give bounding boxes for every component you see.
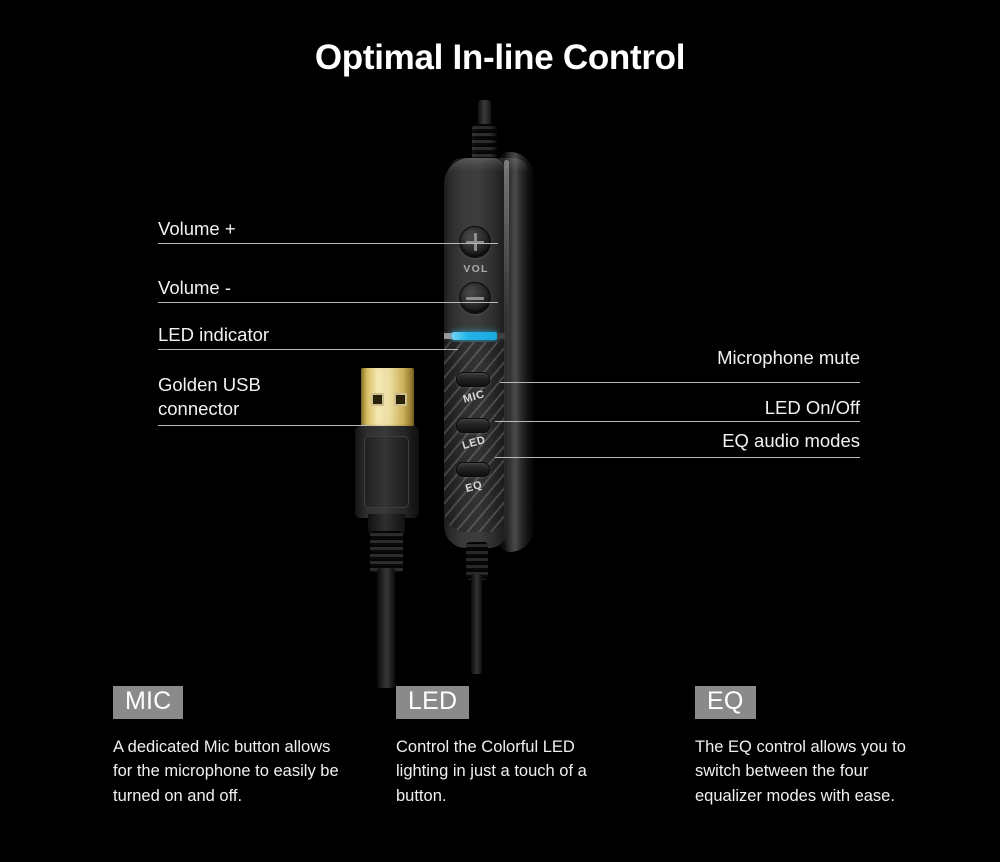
feature-column-eq: EQ The EQ control allows you to switch b… xyxy=(695,686,945,808)
device-side-highlight xyxy=(504,160,509,545)
mic-button[interactable] xyxy=(456,372,490,387)
feature-badge-led: LED xyxy=(396,686,470,719)
page-title: Optimal In-line Control xyxy=(314,38,686,77)
feature-description-led: Control the Colorful LED lighting in jus… xyxy=(396,738,587,805)
leader-line-microphone-mute xyxy=(500,382,860,383)
leader-line-golden-usb xyxy=(158,425,370,426)
bottom-strain-relief xyxy=(466,542,488,580)
feature-description-eq: The EQ control allows you to switch betw… xyxy=(695,738,906,805)
callout-led-onoff-label: LED On/Off xyxy=(764,397,860,418)
usb-cable xyxy=(377,568,395,688)
callout-golden-usb-label: Golden USB connector xyxy=(158,373,261,421)
device-top-highlight xyxy=(448,158,528,172)
led-strip-right-cap xyxy=(497,333,505,339)
led-button[interactable] xyxy=(456,418,490,433)
feature-badge-eq: EQ xyxy=(695,686,756,719)
leader-line-led-indicator xyxy=(158,349,458,350)
feature-description-mic: A dedicated Mic button allows for the mi… xyxy=(113,738,339,805)
usb-contact-window-right xyxy=(394,393,407,406)
feature-column-mic: MIC A dedicated Mic button allows for th… xyxy=(113,686,363,808)
plus-vertical-bar-icon xyxy=(474,233,477,251)
leader-line-led-onoff xyxy=(495,421,860,422)
callout-volume-down-label: Volume - xyxy=(158,277,232,298)
callout-led-indicator-label: LED indicator xyxy=(158,324,270,345)
leader-line-volume-down xyxy=(158,302,498,303)
feature-badge-mic: MIC xyxy=(113,686,184,719)
minus-bar-icon xyxy=(466,297,484,300)
volume-up-button[interactable] xyxy=(459,226,491,258)
callout-microphone-mute-label: Microphone mute xyxy=(717,347,860,368)
led-indicator-strip xyxy=(452,332,497,340)
vol-label: VOL xyxy=(463,263,489,275)
callout-golden-usb-line2: connector xyxy=(158,398,240,420)
usb-connector xyxy=(345,368,425,688)
volume-down-button[interactable] xyxy=(459,282,491,314)
callout-golden-usb-line1: Golden USB xyxy=(158,374,261,395)
usb-neck xyxy=(368,514,405,536)
usb-strain-relief xyxy=(370,531,403,573)
leader-line-volume-up xyxy=(158,243,498,244)
usb-contact-window-left xyxy=(371,393,384,406)
led-strip-left-cap xyxy=(444,333,453,339)
inline-control-device: VOL MIC LED EQ xyxy=(438,100,558,674)
usb-shell-inset xyxy=(364,436,409,508)
leader-line-eq-audio-modes xyxy=(495,457,860,458)
eq-button[interactable] xyxy=(456,462,490,477)
callout-volume-up-label: Volume + xyxy=(158,218,236,239)
bottom-cable xyxy=(471,574,482,674)
callout-eq-audio-modes-label: EQ audio modes xyxy=(722,430,860,451)
feature-column-led: LED Control the Colorful LED lighting in… xyxy=(396,686,646,808)
